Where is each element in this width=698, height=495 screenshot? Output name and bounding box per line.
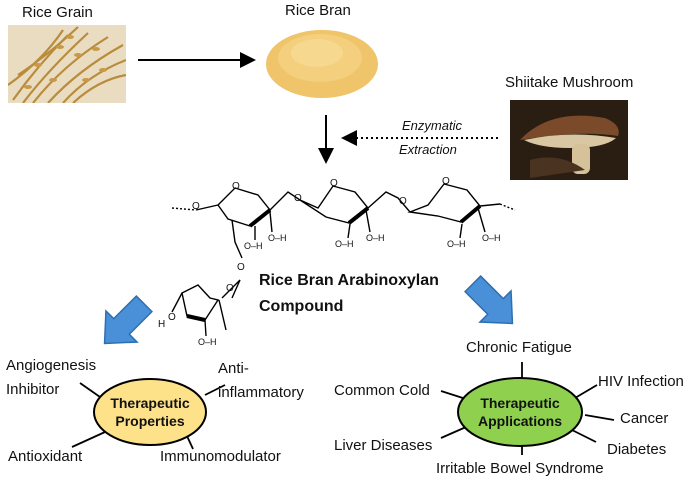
rice-bran-label: Rice Bran: [285, 2, 351, 19]
atom-o-9: O: [168, 312, 176, 323]
extraction-label-2: Extraction: [399, 142, 457, 157]
properties-hub-line1: Therapeutic: [110, 395, 190, 411]
atom-oh-1: O–H: [244, 241, 263, 251]
applications-hub-text: Therapeutic Applications: [462, 395, 578, 430]
atom-o-4: O: [330, 178, 338, 189]
left-blue-arrow: [103, 295, 153, 345]
applications-hub-line2: Applications: [477, 412, 562, 429]
application-hiv: HIV Infection: [598, 373, 684, 390]
atom-o-5: O: [399, 196, 407, 207]
property-inhibitor: Inhibitor: [6, 381, 60, 398]
atom-o-8: O: [226, 283, 234, 294]
applications-hub-shape: [457, 377, 583, 447]
properties-hub-line2: Properties: [115, 412, 185, 429]
atom-oh-6: O–H: [482, 233, 501, 243]
atom-o-6: O: [442, 176, 450, 187]
atom-oh-3: O–H: [335, 239, 354, 249]
atom-oh-7: O–H: [198, 337, 217, 347]
application-liver: Liver Diseases: [334, 437, 433, 454]
property-immunomodulator: Immunomodulator: [160, 448, 281, 465]
compound-title-1: Rice Bran Arabinoxylan: [259, 272, 439, 289]
atom-oh-5: O–H: [447, 239, 466, 249]
shiitake-mushroom-photo: [510, 100, 628, 180]
shiitake-label: Shiitake Mushroom: [505, 74, 634, 91]
applications-hub-line1: Therapeutic: [480, 395, 560, 411]
atom-h: H: [158, 319, 166, 330]
rice-grain-label: Rice Grain: [22, 4, 93, 21]
application-ibs: Irritable Bowel Syndrome: [436, 460, 604, 477]
atom-oh-4: O–H: [366, 233, 385, 243]
application-chronic-fatigue: Chronic Fatigue: [466, 339, 572, 356]
rice-grain-photo: [8, 25, 126, 103]
rice-bran-photo: [262, 20, 380, 102]
application-cancer: Cancer: [620, 410, 669, 427]
property-anti: Anti-: [218, 360, 249, 377]
atom-o-3: O: [294, 193, 302, 204]
extraction-label-1: Enzymatic: [402, 118, 462, 133]
arabinoxylan-structure: [171, 183, 516, 337]
property-inflammatory: inflammatory: [218, 384, 304, 401]
property-antioxidant: Antioxidant: [8, 448, 83, 465]
atom-o-7: O: [237, 262, 245, 273]
property-angiogenesis: Angiogenesis: [6, 357, 97, 374]
application-diabetes: Diabetes: [607, 441, 667, 458]
atom-o-2: O: [232, 181, 240, 192]
properties-hub-shape: [93, 378, 207, 446]
atom-oh-2: O–H: [268, 233, 287, 243]
application-common-cold: Common Cold: [334, 382, 430, 399]
properties-hub-text: Therapeutic Properties: [100, 395, 200, 430]
compound-title-2: Compound: [259, 298, 344, 315]
atom-o-1: O: [192, 201, 200, 212]
right-blue-arrow: [464, 275, 514, 325]
